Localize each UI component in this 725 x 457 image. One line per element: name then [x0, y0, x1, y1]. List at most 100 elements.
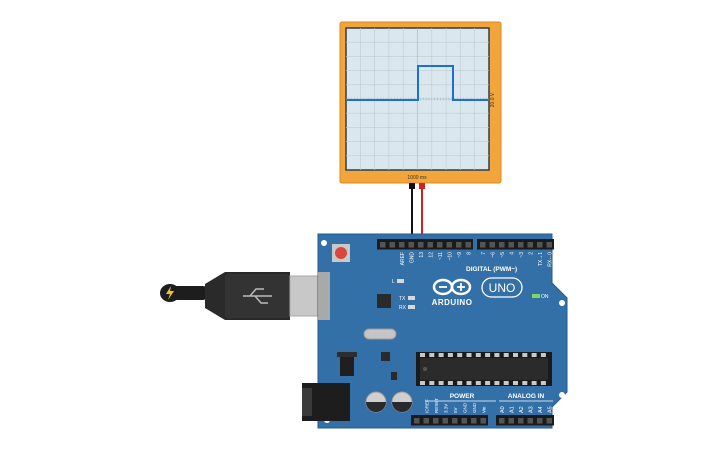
- header-pin[interactable]: [518, 242, 524, 248]
- led-tx-label: TX: [399, 296, 406, 302]
- power-jack-face: [302, 388, 312, 416]
- header-pin[interactable]: [508, 418, 515, 424]
- chip-pin: [540, 381, 546, 385]
- header-pin[interactable]: [423, 418, 430, 424]
- header-pin[interactable]: [442, 418, 449, 424]
- chip-pin: [420, 353, 425, 357]
- header-pin[interactable]: [480, 242, 486, 248]
- analog-header-label: ANALOG IN: [508, 393, 545, 400]
- pin-label: 8: [466, 252, 472, 255]
- header-pin[interactable]: [380, 242, 386, 248]
- power-analog-header-pins[interactable]: [411, 415, 554, 426]
- pin-label: ~3: [519, 252, 525, 258]
- smd-component: [391, 372, 397, 380]
- probe-terminal-black[interactable]: [409, 183, 415, 189]
- pin-label: RESET: [434, 398, 439, 413]
- header-pin[interactable]: [452, 418, 458, 424]
- header-pin[interactable]: [456, 242, 462, 248]
- chip-pin: [429, 381, 435, 385]
- chip-pin: [513, 381, 518, 385]
- header-pin[interactable]: [508, 242, 515, 248]
- smd-component: [381, 352, 390, 361]
- chip-pin: [475, 381, 481, 385]
- header-pin[interactable]: [389, 242, 396, 248]
- mounting-hole: [321, 240, 327, 246]
- led-rx: [408, 305, 415, 309]
- pin-label: IOREF: [424, 399, 429, 413]
- reset-button[interactable]: [335, 247, 347, 259]
- header-pin[interactable]: [518, 418, 524, 424]
- pin-label: 2: [528, 252, 534, 255]
- header-pin[interactable]: [427, 242, 434, 248]
- pin-label: 13: [419, 252, 425, 258]
- crystal-oscillator: [363, 328, 397, 340]
- header-pin[interactable]: [408, 242, 415, 248]
- chip-pin: [485, 353, 491, 357]
- header-strip: [496, 415, 554, 426]
- chip-pin: [503, 381, 509, 385]
- chip-pin: [513, 353, 518, 357]
- header-pin[interactable]: [527, 242, 534, 248]
- header-pin[interactable]: [437, 242, 443, 248]
- pin-label: 5V: [453, 407, 458, 413]
- header-pin[interactable]: [499, 242, 505, 248]
- pin-label: A0: [500, 406, 506, 413]
- header-pin[interactable]: [465, 242, 472, 248]
- header-pin[interactable]: [418, 242, 424, 248]
- voltage-regulator: [340, 356, 354, 376]
- header-pin[interactable]: [471, 418, 477, 424]
- pin-label: 4: [509, 252, 515, 255]
- header-pin[interactable]: [499, 418, 505, 424]
- chip-pin: [447, 381, 453, 385]
- chip-pin: [457, 381, 463, 385]
- pin-label: ~6: [490, 252, 496, 258]
- chip-pin: [466, 353, 472, 357]
- header-pin[interactable]: [527, 418, 534, 424]
- pin-label: ~9: [457, 252, 463, 258]
- header-strip: [411, 415, 488, 426]
- chip-pin: [503, 353, 509, 357]
- header-pin[interactable]: [414, 418, 420, 424]
- header-pin[interactable]: [546, 242, 553, 248]
- oscilloscope-voltage-label: 20.0 V: [490, 92, 496, 107]
- usb-socket: [318, 272, 330, 320]
- header-strip: [477, 239, 554, 250]
- usb-cable[interactable]: [160, 272, 329, 320]
- header-pin[interactable]: [461, 418, 468, 424]
- chip-pin: [457, 353, 463, 357]
- header-pin[interactable]: [399, 242, 405, 248]
- led-l: [397, 279, 404, 283]
- pin-label: A1: [509, 406, 515, 413]
- probe-terminal-red[interactable]: [419, 183, 425, 189]
- pin-label: A3: [528, 406, 534, 413]
- chip-pin: [447, 353, 453, 357]
- oscilloscope-trace: [347, 65, 488, 101]
- pin-label: A5: [547, 406, 553, 413]
- atmega-chip: [420, 358, 548, 380]
- header-pin[interactable]: [546, 418, 553, 424]
- header-pin[interactable]: [433, 418, 439, 424]
- chip-pin: [522, 381, 528, 385]
- chip-pin: [494, 353, 500, 357]
- header-pin[interactable]: [537, 418, 543, 424]
- digital-header-pins[interactable]: [377, 239, 554, 250]
- header-pin[interactable]: [537, 242, 543, 248]
- pin-label: AREF: [400, 252, 406, 265]
- pin-label: ~5: [500, 252, 506, 258]
- oscilloscope[interactable]: 1000 ms 20.0 V: [339, 21, 502, 189]
- header-pin[interactable]: [489, 242, 496, 248]
- lightning-bolt-icon: [166, 286, 174, 300]
- header-pin[interactable]: [480, 418, 487, 424]
- chip-notch: [423, 367, 427, 371]
- chip-pin: [531, 381, 537, 385]
- chip-pin: [485, 381, 491, 385]
- usb-symbol-icon: [243, 288, 272, 304]
- pin-label: Vin: [481, 406, 486, 413]
- pin-label: RX←0: [547, 252, 553, 267]
- header-pin[interactable]: [446, 242, 453, 248]
- mounting-hole: [559, 392, 565, 398]
- model-label: UNO: [489, 281, 516, 295]
